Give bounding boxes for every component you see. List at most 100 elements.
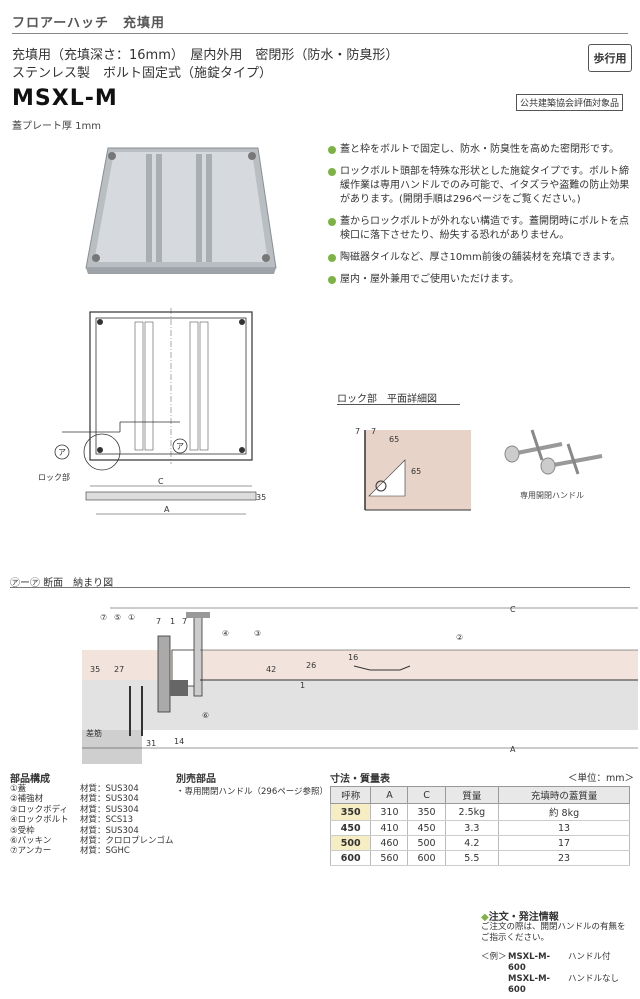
callout-7: ⑦: [100, 613, 107, 622]
section-mark: ア: [176, 442, 184, 451]
feature-item: ロックボルト頭部を特殊な形状とした施錠タイプです。ボルト締緩作業は専用ハンドルで…: [328, 165, 633, 207]
dim-26: 26: [306, 661, 316, 670]
dim-7: 7: [355, 427, 360, 436]
callout-4: ④: [222, 629, 229, 638]
spec-line-2: ステンレス製 ボルト固定式（施錠タイプ）: [12, 66, 273, 81]
example-label: ＜例＞: [481, 952, 507, 962]
order-text: ご注文の際は、開閉ハンドルの有無をご指示ください。: [481, 922, 626, 943]
part-name: ⑦アンカー: [10, 846, 52, 857]
parts-row: ②補強材 材質：SUS304: [10, 794, 174, 804]
col-header: 充填時の蓋質量: [498, 786, 630, 804]
table-cell: 460: [370, 835, 409, 851]
dim-35: 35: [256, 493, 266, 502]
plate-thickness: 蓋プレート厚 1mm: [12, 121, 102, 132]
example-note: ハンドル付: [568, 952, 611, 962]
table-cell: 450: [329, 820, 372, 836]
parts-row: ⑤受枠材質：SUS304: [10, 826, 174, 836]
lock-detail-title: ロック部 平面詳細図: [337, 394, 437, 405]
part-material: 材質：クロロプレンゴム: [80, 836, 174, 847]
feature-list: 蓋と枠をボルトで固定し、防水・防臭性を高めた密閉形です。 ロックボルト頭部を特殊…: [328, 143, 633, 295]
part-material: 材質：SUS304: [80, 784, 139, 794]
diamond-icon: ◆: [481, 912, 489, 923]
part-name: ②補強材: [10, 794, 44, 805]
callout-1: ①: [128, 613, 135, 622]
part-material: 材質：SUS304: [80, 794, 139, 805]
part-name: ④ロックボルト: [10, 815, 69, 826]
table-cell: 560: [370, 850, 409, 866]
parts-row: ③ロックボディ材質：SUS304: [10, 805, 174, 815]
spec-line-1: 充填用（充填深さ：16mm） 屋内外用 密閉形（防水・防臭形）: [12, 48, 399, 63]
order-title-text: 注文・発注情報: [488, 912, 559, 923]
table-cell: 4.2: [444, 835, 500, 851]
dim-35: 35: [90, 665, 100, 674]
part-name: ③ロックボディ: [10, 804, 69, 815]
table-cell: 350: [407, 803, 446, 821]
part-name: ⑤受枠: [10, 825, 35, 836]
header-divider: [12, 33, 628, 34]
dim-27: 27: [114, 665, 124, 674]
dim-7: 7: [371, 427, 376, 436]
table-cell: 3.3: [444, 820, 500, 836]
feature-item: 陶磁器タイルなど、厚さ10mm前後の舗装材を充填できます。: [328, 251, 633, 265]
part-material: 材質：SUS304: [80, 804, 139, 815]
col-header: A: [370, 786, 409, 804]
table-cell: 450: [407, 820, 446, 836]
table-row: 600 560 600 5.5 23: [329, 850, 630, 866]
lock-detail-underline: [337, 404, 460, 405]
handle-photo: [504, 429, 603, 475]
table-cell: 約 8kg: [498, 803, 630, 821]
dim-65: 65: [389, 435, 399, 444]
category-title: フロアーハッチ 充填用: [12, 16, 165, 31]
dim-31: 31: [146, 739, 156, 748]
table-row: 500 460 500 4.2 17: [329, 835, 630, 851]
part-material: 材質：SCS13: [80, 815, 134, 826]
parts-list: ①蓋材質：SUS304 ②補強材材質：SUS304 ③ロックボディ材質：SUS3…: [10, 784, 174, 857]
callout-5: ⑤: [114, 613, 121, 622]
optional-title: 別売部品: [176, 774, 216, 785]
parts-row: ⑦アンカー 材質：SGHC: [10, 846, 174, 856]
table-cell: 600: [407, 850, 446, 866]
table-cell: 310: [370, 803, 409, 821]
part-material: 材質：SGHC: [80, 846, 130, 857]
plan-drawing: ア ア ロック部 C A 35: [38, 308, 266, 515]
spec-table-title: 寸法・質量表: [330, 774, 390, 785]
callout-2: ②: [456, 633, 463, 642]
table-row: 350 310 350 2.5kg 約 8kg: [329, 803, 630, 821]
table-cell: 2.5kg: [444, 803, 500, 821]
col-header: 質量: [444, 786, 500, 804]
certification-badge: 公共建築協会評価対象品: [516, 94, 624, 111]
order-example-row: ＜例＞MSXL-M-600 ハンドル付: [481, 952, 619, 974]
parts-row: ④ロックボルト材質：SCS13: [10, 815, 174, 825]
table-header-row: 呼称 A C 質量 充填時の蓋質量: [329, 786, 630, 804]
table-cell: 410: [370, 820, 409, 836]
table-row: 450 410 450 3.3 13: [329, 820, 630, 836]
table-cell: 500: [407, 835, 446, 851]
dim-c: C: [158, 477, 164, 486]
handle-caption: 専用開閉ハンドル: [520, 491, 584, 500]
table-cell: 13: [498, 820, 630, 836]
callout-6: ⑥: [202, 711, 209, 720]
dim-16: 16: [348, 653, 358, 662]
dim-a: A: [510, 745, 516, 754]
section-drawing: C A ⑦ ⑤ ① ② ③ ④ ⑥ 7 1 7 35 27 42 26 16 1…: [82, 605, 638, 764]
feature-item: 蓋と枠をボルトで固定し、防水・防臭性を高めた密閉形です。: [328, 143, 633, 157]
table-cell: 600: [329, 850, 372, 866]
table-cell: 17: [498, 835, 630, 851]
rebar-label: 差筋: [86, 728, 102, 738]
spec-table-unit: ＜単位：mm＞: [568, 773, 635, 784]
walk-badge: 歩行用: [588, 44, 632, 72]
section-title: ㋐ー㋐ 断面 納まり図: [10, 578, 114, 589]
optional-item: ・専用開閉ハンドル（296ページ参照）: [176, 787, 329, 797]
example-code: MSXL-M-600: [508, 952, 551, 973]
example-code: MSXL-M-600: [508, 974, 551, 995]
spec-table: 呼称 A C 質量 充填時の蓋質量 350 310 350 2.5kg 約 8k…: [329, 786, 630, 866]
part-name: ①蓋: [10, 784, 27, 794]
callout-3: ③: [254, 629, 261, 638]
order-title: ◆注文・発注情報: [481, 908, 559, 923]
lock-detail-drawing: 7 7 65 65: [355, 427, 471, 511]
section-divider: [10, 587, 630, 588]
product-photo: [85, 147, 277, 274]
col-header: 呼称: [329, 786, 372, 804]
